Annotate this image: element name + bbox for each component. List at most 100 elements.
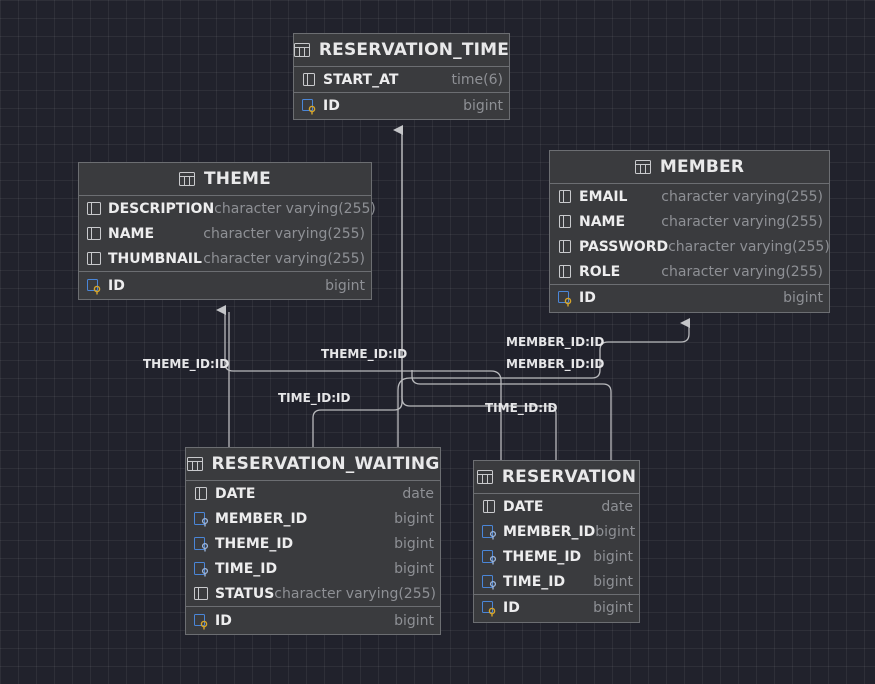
relation-label-reservation-theme: THEME_ID:ID — [321, 347, 408, 361]
column-type: character varying(255) — [661, 263, 823, 280]
column-icon — [85, 250, 103, 268]
column-name: NAME — [579, 213, 626, 230]
relation-label-waiting-member: MEMBER_ID:ID — [506, 335, 605, 349]
foreign-key-icon — [480, 523, 498, 541]
column-row[interactable]: DATE date — [186, 481, 440, 506]
connector-waiting-member — [397, 318, 690, 447]
key-type: bigint — [394, 612, 434, 629]
table-header: RESERVATION_WAITING — [186, 448, 440, 480]
column-name: THUMBNAIL — [108, 250, 202, 267]
key-type: bigint — [325, 277, 365, 294]
column-type: character varying(255) — [274, 585, 436, 602]
column-icon — [192, 485, 210, 503]
primary-key-icon — [556, 289, 574, 307]
key-row[interactable]: ID bigint — [186, 607, 440, 634]
relation-label-reservation-member: MEMBER_ID:ID — [506, 357, 605, 371]
primary-key-icon — [85, 277, 103, 295]
table-reservation-waiting[interactable]: RESERVATION_WAITING DATE date MEMBER_ID … — [185, 447, 441, 635]
table-icon — [186, 457, 203, 471]
table-icon — [179, 172, 196, 186]
relation-label-waiting-time: TIME_ID:ID — [278, 391, 351, 405]
column-type: date — [601, 498, 633, 515]
column-type: bigint — [394, 510, 434, 527]
key-row[interactable]: ID bigint — [474, 595, 639, 621]
column-row[interactable]: THUMBNAIL character varying(255) — [79, 246, 371, 271]
column-row[interactable]: TIME_ID bigint — [474, 569, 639, 594]
column-type: character varying(255) — [668, 238, 830, 255]
column-name: DATE — [503, 498, 544, 515]
column-icon — [556, 238, 574, 256]
column-name: PASSWORD — [579, 238, 669, 255]
column-icon — [556, 188, 574, 206]
column-type: date — [402, 485, 434, 502]
foreign-key-icon — [192, 510, 210, 528]
column-icon — [85, 225, 103, 243]
key-type: bigint — [463, 98, 503, 114]
table-header: THEME — [79, 163, 371, 195]
key-name: ID — [503, 600, 520, 616]
table-theme[interactable]: THEME DESCRIPTION character varying(255)… — [78, 162, 376, 300]
table-header: MEMBER — [550, 151, 829, 183]
key-type: bigint — [783, 290, 823, 306]
table-icon — [476, 470, 493, 484]
key-name: ID — [108, 277, 125, 294]
column-icon — [480, 498, 498, 516]
column-type: bigint — [595, 523, 636, 540]
column-row[interactable]: NAME character varying(255) — [550, 209, 829, 234]
column-row[interactable]: STATUS character varying(255) — [186, 581, 440, 606]
column-type: character varying(255) — [214, 200, 376, 217]
column-type: bigint — [394, 535, 434, 552]
foreign-key-icon — [192, 560, 210, 578]
table-member[interactable]: MEMBER EMAIL character varying(255) NAME… — [549, 150, 830, 313]
column-icon — [192, 585, 210, 603]
column-row[interactable]: THEME_ID bigint — [474, 544, 639, 569]
primary-key-icon — [300, 97, 318, 115]
column-icon — [556, 213, 574, 231]
column-name: EMAIL — [579, 188, 628, 205]
column-name: THEME_ID — [503, 548, 582, 565]
column-row[interactable]: TIME_ID bigint — [186, 556, 440, 581]
table-reservation[interactable]: RESERVATION DATE date MEMBER_ID bigint T… — [473, 460, 640, 623]
connector-waiting-time — [312, 130, 403, 447]
table-name: RESERVATION — [501, 467, 637, 487]
column-type: character varying(255) — [203, 250, 365, 267]
column-row[interactable]: NAME character varying(255) — [79, 221, 371, 246]
column-row[interactable]: MEMBER_ID bigint — [186, 506, 440, 531]
connector-reservation-member — [411, 370, 612, 460]
key-row[interactable]: ID bigint — [294, 93, 509, 119]
column-row[interactable]: EMAIL character varying(255) — [550, 184, 829, 209]
column-name: TIME_ID — [503, 573, 566, 590]
relation-label-reservation-time: TIME_ID:ID — [485, 401, 558, 415]
column-type: bigint — [593, 573, 633, 590]
column-icon — [85, 200, 103, 218]
column-name: MEMBER_ID — [215, 510, 308, 527]
key-row[interactable]: ID bigint — [550, 285, 829, 311]
table-reservation-time[interactable]: RESERVATION_TIME START_AT time(6) ID big… — [293, 33, 510, 120]
column-type: time(6) — [451, 71, 503, 88]
column-name: THEME_ID — [215, 535, 294, 552]
column-type: bigint — [593, 548, 633, 565]
column-row[interactable]: DATE date — [474, 494, 639, 519]
column-type: character varying(255) — [661, 188, 823, 205]
key-row[interactable]: ID bigint — [79, 272, 371, 299]
table-name: RESERVATION_WAITING — [211, 454, 440, 474]
table-header: RESERVATION — [474, 461, 639, 493]
table-icon — [293, 43, 310, 57]
key-name: ID — [579, 290, 596, 306]
column-name: NAME — [108, 225, 155, 242]
column-row[interactable]: MEMBER_ID bigint — [474, 519, 639, 544]
key-name: ID — [215, 612, 232, 629]
column-row[interactable]: DESCRIPTION character varying(255) — [79, 196, 376, 221]
column-icon — [300, 71, 318, 89]
column-row[interactable]: ROLE character varying(255) — [550, 259, 829, 284]
column-type: character varying(255) — [661, 213, 823, 230]
primary-key-icon — [192, 612, 210, 630]
column-row[interactable]: PASSWORD character varying(255) — [550, 234, 830, 259]
primary-key-icon — [480, 599, 498, 617]
foreign-key-icon — [192, 535, 210, 553]
column-row[interactable]: THEME_ID bigint — [186, 531, 440, 556]
table-name: THEME — [204, 169, 271, 189]
column-type: bigint — [394, 560, 434, 577]
column-row[interactable]: START_AT time(6) — [294, 67, 509, 92]
